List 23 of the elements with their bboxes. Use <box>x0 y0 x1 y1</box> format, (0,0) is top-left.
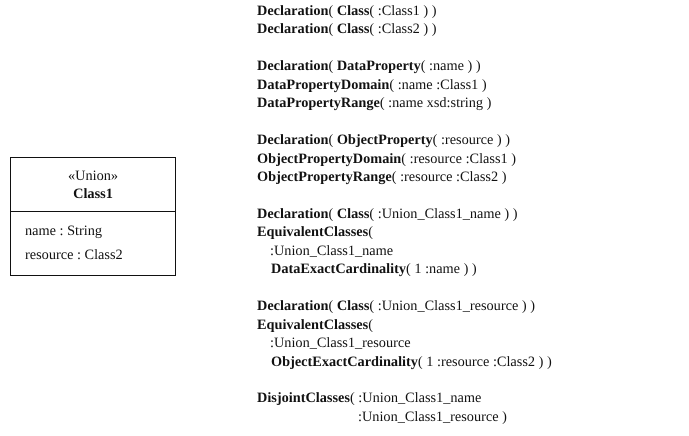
code-line: DataExactCardinality( 1 :name ) ) <box>271 261 477 278</box>
code-line: EquivalentClasses( <box>257 316 373 334</box>
code-line: DataPropertyDomain( :name :Class1 ) <box>257 76 487 94</box>
code-line: Declaration( DataProperty( :name ) ) <box>257 58 481 76</box>
code-line: Declaration( Class( :Class1 ) ) <box>257 3 436 20</box>
code-line: :Union_Class1_resource <box>270 335 411 352</box>
code-line: Declaration( Class( :Class2 ) ) <box>257 21 436 38</box>
code-line: Declaration( ObjectProperty( :resource ) ) <box>257 132 510 150</box>
code-line: :Union_Class1_resource ) <box>358 408 507 426</box>
stereotype-label: «Union» <box>68 168 118 185</box>
code-line: Declaration( Class( :Union_Class1_name ) ) <box>257 206 518 223</box>
attribute-text: name : String <box>25 223 102 240</box>
code-line: EquivalentClasses( <box>257 224 373 242</box>
code-line: ObjectPropertyDomain( :resource :Class1 ) <box>257 150 516 168</box>
code-line: ObjectPropertyRange( :resource :Class2 ) <box>257 169 506 186</box>
code-line: ObjectExactCardinality( 1 :resource :Class2 ) ) <box>271 354 552 371</box>
class-box <box>10 157 176 276</box>
class-name: Class1 <box>73 186 113 203</box>
code-line: Declaration( Class( :Union_Class1_resource ) ) <box>257 298 535 316</box>
code-line: DisjointClasses( :Union_Class1_name <box>257 390 482 408</box>
code-line: :Union_Class1_name <box>270 242 394 260</box>
attribute-text: resource : Class2 <box>25 247 123 264</box>
code-line: DataPropertyRange( :name xsd:string ) <box>257 95 492 112</box>
